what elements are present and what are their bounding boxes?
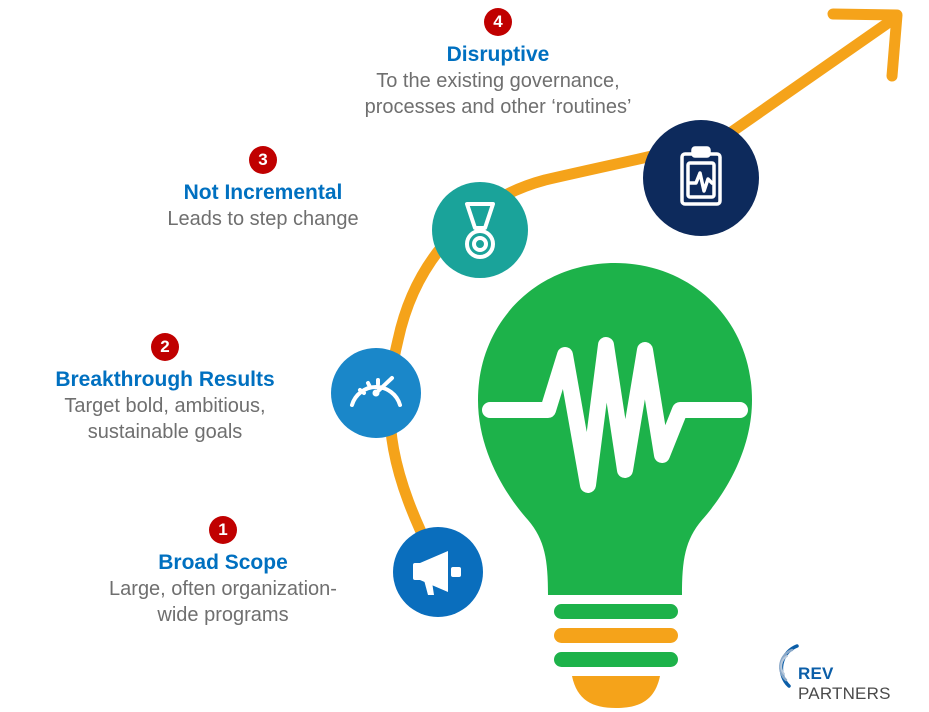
heartbeat-line-icon [482,337,748,493]
clipboard-chart-icon [680,146,722,206]
step-number-badge: 2 [151,333,179,361]
step-title: Broad Scope [158,551,288,574]
step-disruptive: 4 Disruptive To the existing governance,… [318,8,678,120]
step-description-line1: To the existing governance, [376,70,620,92]
logo-rev-text: REV [798,664,834,683]
megaphone-icon [413,551,461,595]
step-description-line1: Target bold, ambitious, [64,395,266,417]
step-number-badge: 4 [484,8,512,36]
step-number-badge: 3 [249,146,277,174]
circle-disruptive [643,120,759,236]
speedometer-icon [350,376,402,407]
step-not-incremental: 3 Not Incremental Leads to step change [118,146,408,232]
circle-not-incremental [432,182,528,278]
step-description-line2: sustainable goals [87,421,243,443]
rev-partners-logo: REV PARTNERS [798,664,929,704]
rev-partners-logo-icon [779,644,799,688]
step-description-line2: wide programs [157,604,289,626]
circle-broad-scope [393,527,483,617]
arrow-head-icon [827,8,903,82]
lightbulb-icon [478,263,752,708]
medal-icon [465,202,495,259]
step-description-line1: Leads to step change [167,208,359,230]
step-number-badge: 1 [209,516,237,544]
circle-breakthrough-results [331,348,421,438]
step-description-line2: processes and other ‘routines’ [364,96,632,118]
step-title: Breakthrough Results [55,368,275,391]
step-title: Not Incremental [183,181,343,204]
step-title: Disruptive [446,43,550,66]
step-broad-scope: 1 Broad Scope Large, often organization-… [68,516,378,628]
step-breakthrough-results: 2 Breakthrough Results Target bold, ambi… [20,333,310,445]
step-description-line1: Large, often organization- [109,578,337,600]
logo-partners-text: PARTNERS [798,684,891,703]
